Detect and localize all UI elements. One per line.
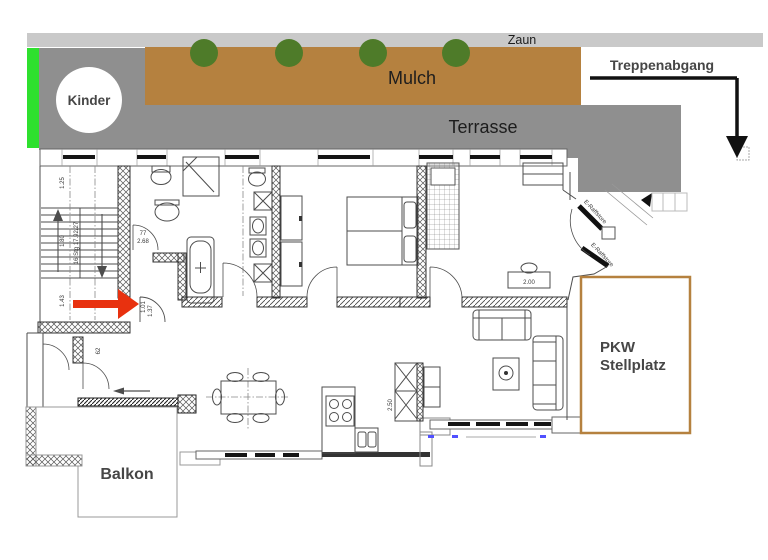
living-room — [472, 309, 564, 411]
balcony — [25, 406, 221, 518]
dim-125: 1.25 — [60, 177, 66, 189]
dim-137: 1.37 — [148, 305, 154, 317]
bush-icon — [442, 39, 470, 67]
dim-180: 1.80 — [60, 235, 66, 247]
red-arrow-annotation — [73, 289, 139, 319]
window-lintels — [63, 155, 552, 159]
bush-icon — [190, 39, 218, 67]
pkw-label-1: PKW — [600, 339, 636, 356]
blue-marks — [428, 435, 546, 438]
bottom-wall — [195, 306, 582, 467]
dim-268: 2.68 — [137, 239, 149, 245]
master-bedroom — [346, 165, 427, 299]
balkon-label: Balkon — [100, 466, 153, 483]
fence-zaun-bar — [27, 33, 763, 47]
terrace-door — [77, 387, 197, 414]
treppenabgang-label: Treppenabgang — [610, 57, 714, 73]
dim-200: 2.00 — [523, 280, 535, 286]
treppenabgang-arrow — [590, 76, 748, 158]
kitchen — [321, 362, 441, 454]
pkw-rect — [579, 275, 692, 435]
pkw-stellplatz: PKW Stellplatz — [579, 275, 692, 435]
kinder-circle — [56, 67, 122, 133]
dining — [206, 368, 290, 430]
bathroom-1 — [132, 156, 223, 308]
bush-icons — [190, 39, 470, 67]
pkw-label-2: Stellplatz — [600, 357, 666, 374]
hall-door — [139, 296, 166, 323]
bush-icon — [359, 39, 387, 67]
entry-hall — [26, 332, 110, 407]
dim-250: 2.50 — [388, 399, 394, 411]
dim-77: 77 — [140, 231, 147, 237]
bathroom-2 — [242, 165, 303, 299]
terrasse-label: Terrasse — [448, 117, 517, 137]
grass-strip — [27, 48, 39, 148]
second-room — [426, 162, 564, 289]
corridor-walls — [222, 262, 568, 308]
dim-143: 1.43 — [60, 295, 66, 307]
plan-linework — [25, 146, 750, 518]
dim-62: 62 — [96, 347, 102, 354]
dim-stairs-note: 16 Stg 17.92/27 — [74, 221, 80, 264]
zaun-label: Zaun — [508, 33, 537, 47]
bush-icon — [275, 39, 303, 67]
dim-101: 1.01 — [141, 301, 147, 313]
mulch-label: Mulch — [388, 68, 436, 88]
kinder-label: Kinder — [68, 93, 112, 108]
entrance — [562, 146, 750, 301]
